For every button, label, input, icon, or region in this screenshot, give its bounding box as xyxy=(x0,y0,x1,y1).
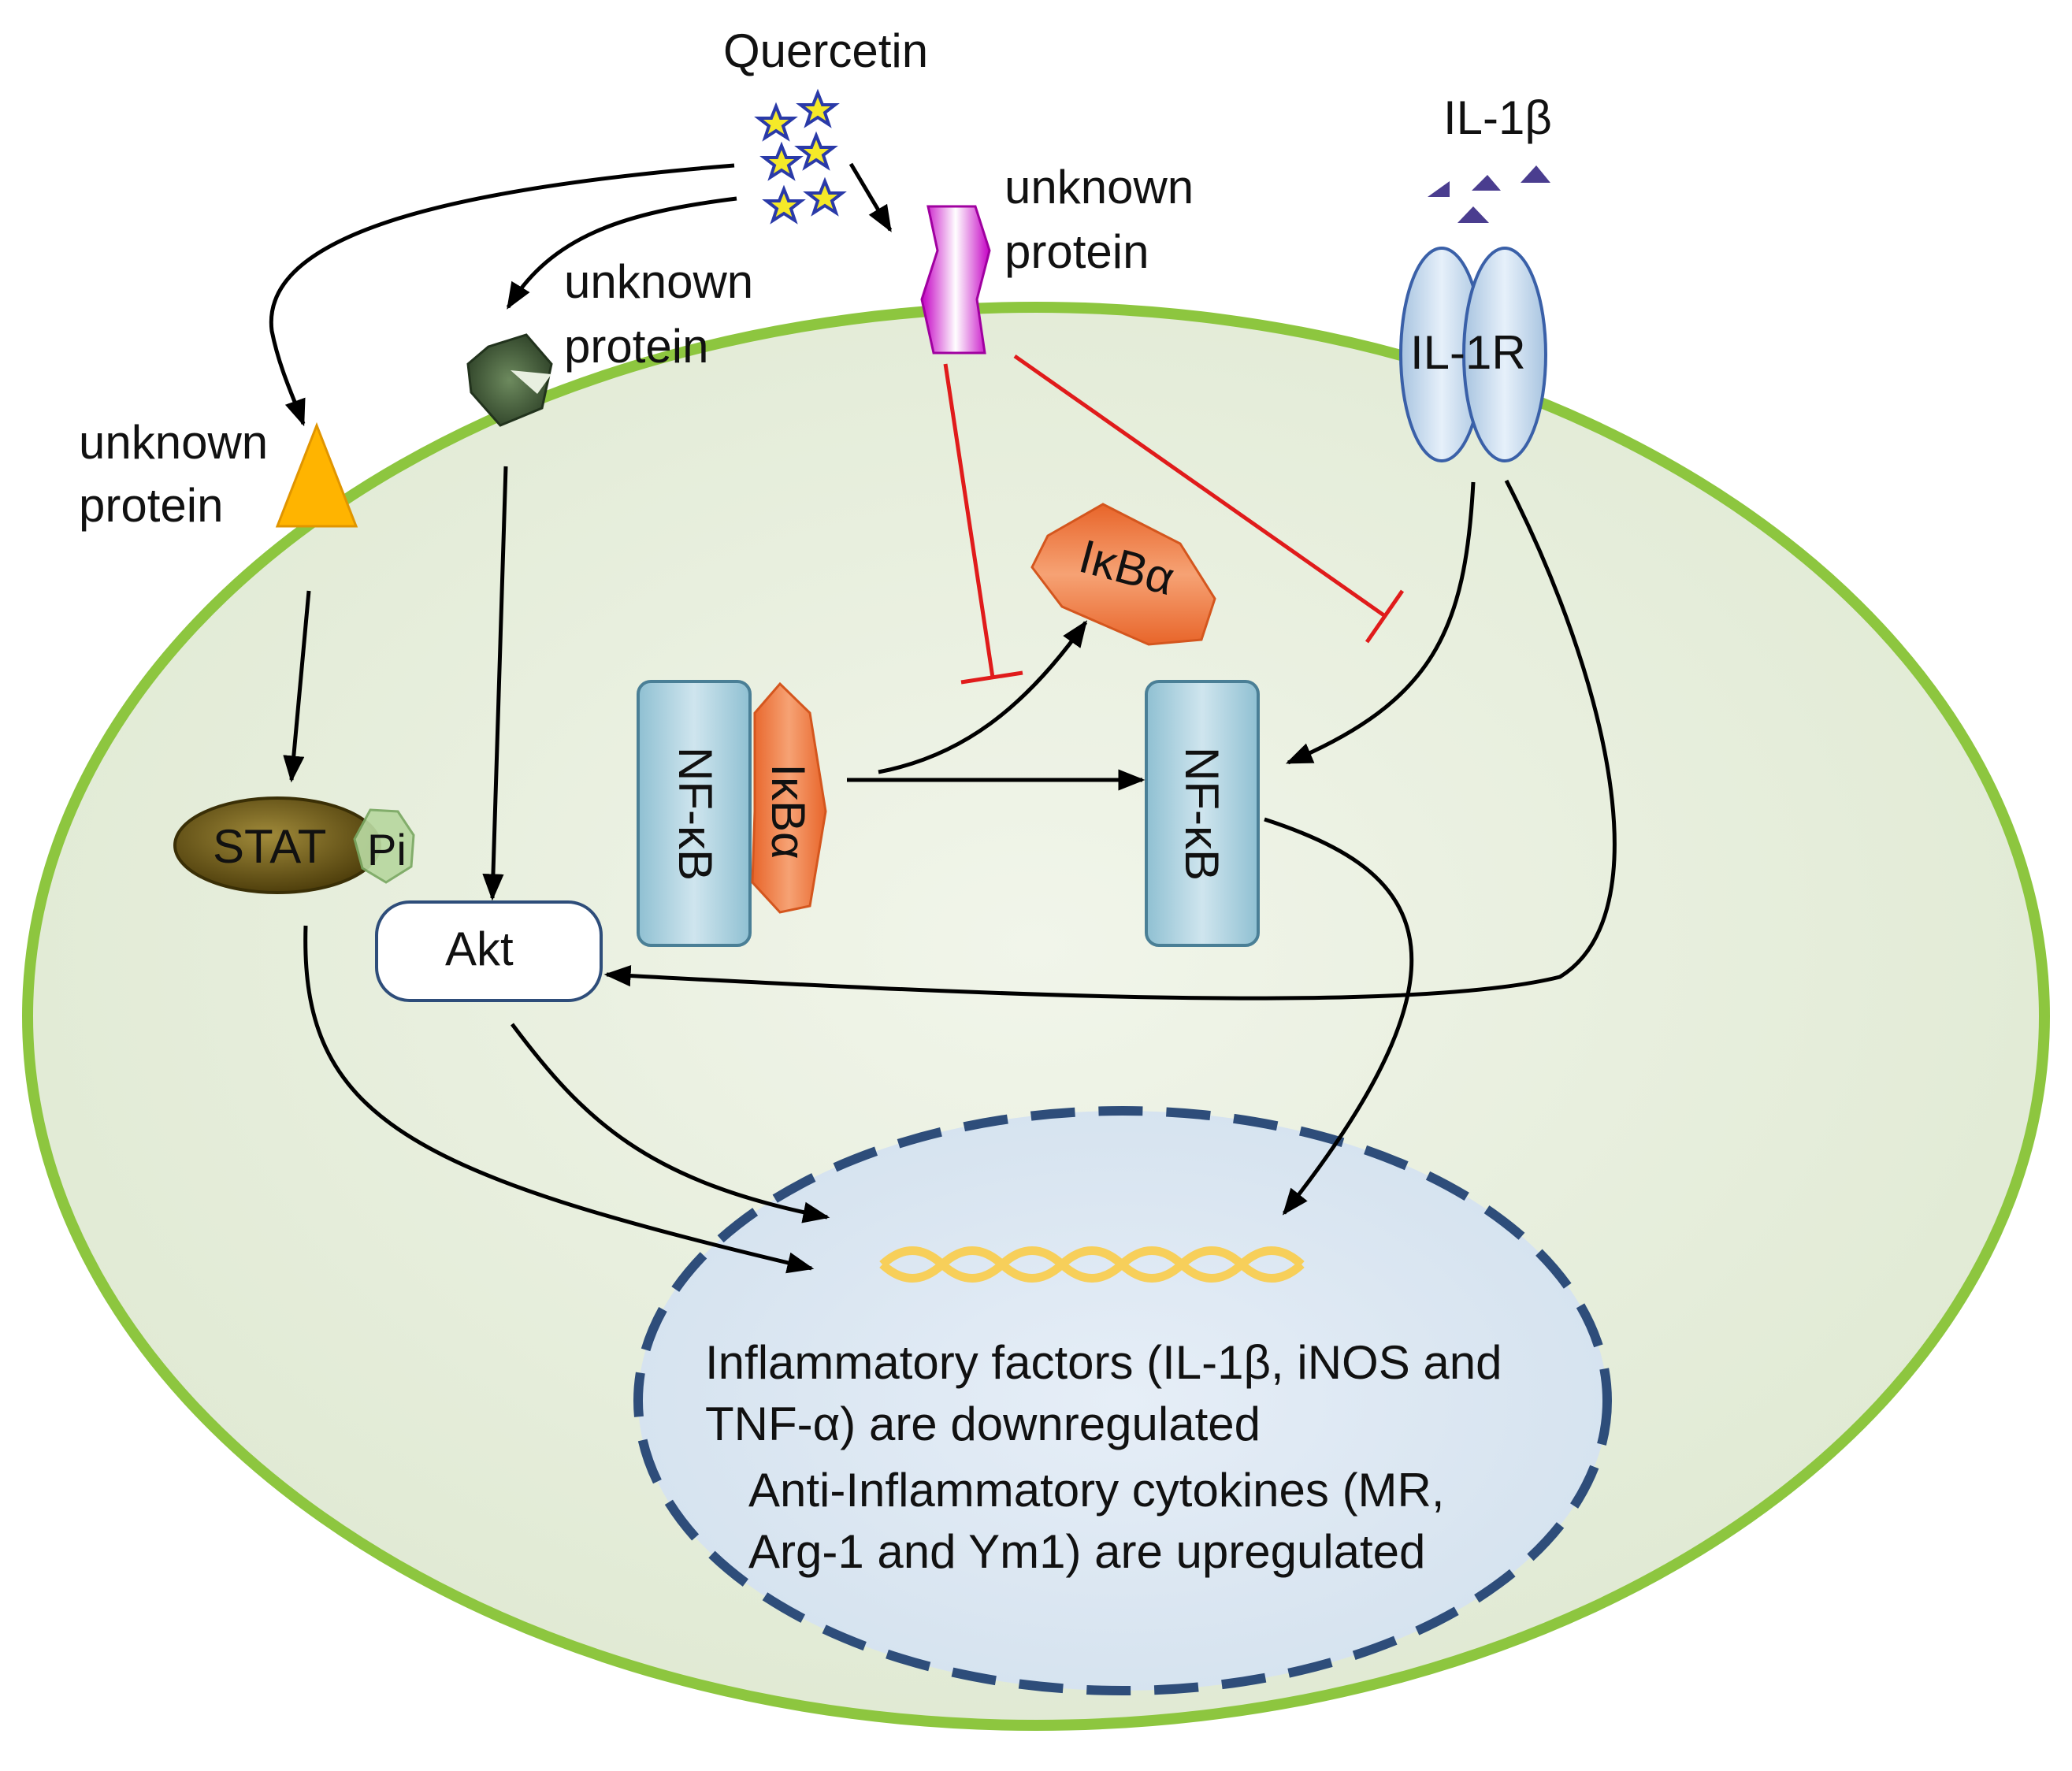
arrow-il1r-to-akt xyxy=(603,479,1617,1001)
stat-label: STAT xyxy=(213,820,326,873)
arrow-nfkb-to-nucleus xyxy=(1264,817,1414,1216)
ikba-bound-label: IκBα xyxy=(762,763,815,859)
arrow-complex-to-ikba xyxy=(878,620,1088,774)
il1b-ligand-icon xyxy=(1428,165,1550,223)
unknown-protein-label-2a: unknown xyxy=(564,255,753,308)
nucleus-text-line-1: Inflammatory factors (IL-1β, iNOS and xyxy=(705,1336,1502,1389)
quercetin-molecules-icon xyxy=(754,88,847,225)
unknown-protein-label-1a: unknown xyxy=(1004,161,1194,213)
akt-label: Akt xyxy=(445,923,514,975)
dna-helix-icon xyxy=(879,1246,1305,1283)
arrow-pentagon-to-akt xyxy=(482,466,508,901)
unknown-protein-pentagon-icon xyxy=(466,333,553,427)
arrow-il1r-to-nfkb xyxy=(1285,481,1476,765)
nucleus-text-line-4: Arg-1 and Ym1) are upregulated xyxy=(748,1525,1425,1578)
quercetin-label: Quercetin xyxy=(723,24,928,77)
nfkb-free-box xyxy=(1145,680,1260,947)
nucleus-text-line-2: TNF-α) are downregulated xyxy=(705,1398,1261,1450)
unknown-protein-hexagon-icon xyxy=(920,205,991,355)
unknown-protein-triangle-icon xyxy=(275,421,358,528)
inhibit-nfkb-activation xyxy=(1013,354,1387,618)
pi-phosphate-icon xyxy=(353,808,415,884)
nfkb-complex-box xyxy=(637,680,752,947)
inhibit-ikba-release-bar xyxy=(960,670,1023,685)
nfkb-free-label: NF-κB xyxy=(1175,747,1228,881)
arrow-akt-to-nucleus xyxy=(511,1023,830,1223)
arrow-stat-to-nucleus xyxy=(303,925,815,1274)
ikba-bound-protein xyxy=(751,681,827,914)
unknown-protein-label-3a: unknown xyxy=(79,416,268,469)
pi-label: Pi xyxy=(367,825,407,874)
arrow-quercetin-to-hexagon xyxy=(848,162,893,232)
activation-arrows xyxy=(269,162,1617,1274)
akt-protein xyxy=(375,900,603,1002)
ikba-free-protein xyxy=(1030,503,1216,646)
unknown-protein-label-3b: protein xyxy=(79,479,223,532)
il1r-label: IL-1R xyxy=(1410,326,1526,379)
unknown-protein-label-1b: protein xyxy=(1004,225,1149,278)
inhibition-lines xyxy=(943,354,1405,685)
nucleus xyxy=(633,1106,1612,1695)
inhibit-ikba-release xyxy=(943,363,995,678)
il1r-receptor xyxy=(1399,247,1547,462)
nucleus-text-line-3: Anti-Inflammatory cytokines (MR, xyxy=(748,1464,1445,1517)
unknown-protein-label-2b: protein xyxy=(564,320,708,373)
arrow-quercetin-to-pentagon xyxy=(506,196,737,310)
arrow-triangle-to-stat xyxy=(283,590,311,783)
arrow-quercetin-to-triangle xyxy=(269,163,735,427)
il1b-label: IL-1β xyxy=(1443,91,1552,144)
nfkb-complex-label: NF-κB xyxy=(669,747,722,881)
inhibit-nfkb-activation-bar xyxy=(1365,589,1405,644)
